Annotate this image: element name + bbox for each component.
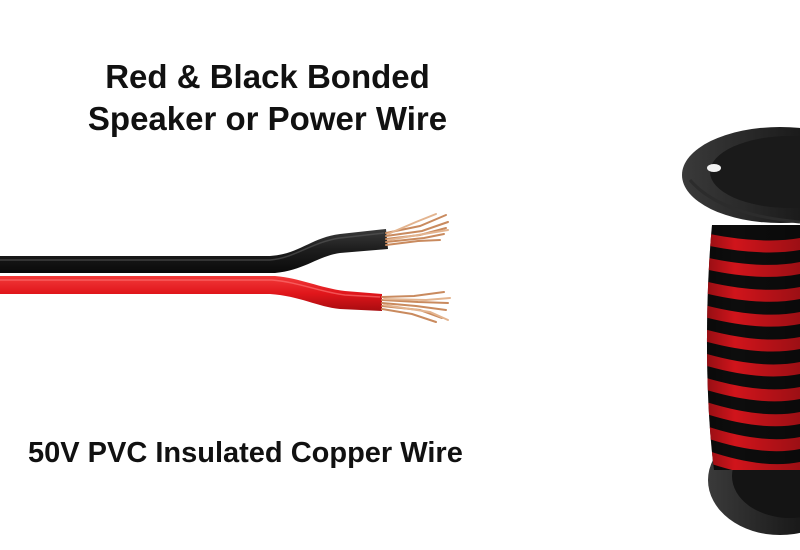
bonded-wire-icon — [0, 213, 451, 323]
product-title: Red & Black Bonded Speaker or Power Wire — [0, 56, 535, 140]
black-conductor — [0, 229, 388, 273]
product-caption: 50V PVC Insulated Copper Wire — [28, 437, 463, 469]
red-conductor — [0, 276, 382, 311]
title-line-2: Speaker or Power Wire — [87, 100, 448, 137]
wire-spool-icon — [682, 127, 800, 535]
copper-strands-top — [385, 213, 449, 246]
title-line-1: Red & Black Bonded — [105, 58, 430, 95]
copper-strands-bottom — [381, 291, 451, 323]
